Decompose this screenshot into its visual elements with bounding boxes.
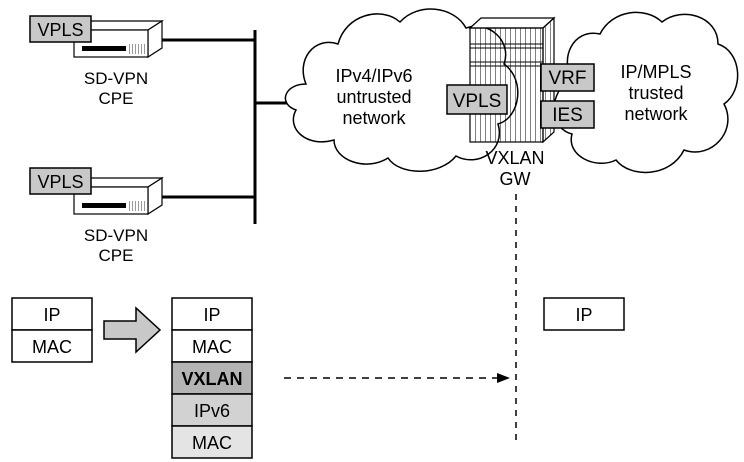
cpe-bottom-vpls-tag: VPLS (37, 172, 83, 192)
block-arrow-right-icon (103, 306, 162, 354)
packet-original-field-label: MAC (32, 337, 72, 357)
gateway-vrf-label: VRF (549, 68, 587, 89)
cpe-top-label-line2: CPE (99, 89, 134, 108)
cpe-top-vpls-tag: VPLS (37, 20, 83, 40)
gateway-vpls-label: VPLS (453, 91, 502, 112)
cpe-top-vpls-tag-box (29, 15, 92, 43)
gateway-vrf-box (540, 63, 595, 92)
cloud-icon (553, 11, 739, 174)
packet-encap-field-label: IP (203, 305, 220, 325)
cpe-bottom-label-line2: CPE (99, 246, 134, 265)
gateway-label-line1: VXLAN (485, 148, 544, 168)
packet-encap-field-outer-mac (171, 425, 253, 459)
gateway-ies-box (540, 100, 595, 129)
arrowhead-icon (497, 373, 510, 383)
packet-encapsulated: IP MAC VXLAN IPv6 MAC (171, 297, 253, 459)
cpe-bottom-vpls-tag-box (29, 167, 92, 195)
cloud-untrusted-line2: untrusted (336, 87, 411, 107)
packet-encap-field-ipv6 (171, 393, 253, 427)
packet-encap-field-label: VXLAN (181, 369, 242, 389)
gateway-vpls-box (446, 84, 508, 115)
packet-encap-field (171, 297, 253, 331)
router-device-icon (71, 19, 165, 59)
vxlan-gateway[interactable]: VPLS VRF IES VXLAN GW (446, 16, 595, 189)
cpe-bottom-label-line1: SD-VPN (84, 226, 148, 245)
packet-encap-field (171, 329, 253, 363)
cloud-untrusted-line3: network (342, 108, 406, 128)
cpe-top-label-line1: SD-VPN (84, 69, 148, 88)
packet-encap-field-label: MAC (192, 337, 232, 357)
packet-encap-field-label: IPv6 (194, 401, 230, 421)
dashed-arrow-to-gateway (284, 373, 510, 383)
gateway-ies-label: IES (552, 105, 583, 126)
packet-encap-field-vxlan (171, 361, 253, 395)
cpe-top[interactable]: VPLS SD-VPN CPE (29, 15, 165, 108)
cloud-trusted-line3: network (624, 104, 688, 124)
packet-output-field (543, 297, 625, 331)
cloud-untrusted-line1: IPv4/IPv6 (335, 66, 412, 86)
packet-output-field-label: IP (575, 305, 592, 325)
packet-encap-field-label: MAC (192, 433, 232, 453)
packet-original-field-label: IP (43, 305, 60, 325)
packet-output: IP (543, 297, 625, 331)
cloud-trusted-line1: IP/MPLS (620, 62, 691, 82)
packet-original-field (11, 329, 93, 363)
packet-original-field (11, 297, 93, 331)
lan-bus (162, 30, 300, 224)
packet-original: IP MAC (11, 297, 93, 363)
cloud-untrusted[interactable]: IPv4/IPv6 untrusted network (284, 8, 519, 172)
cpe-bottom[interactable]: VPLS SD-VPN CPE (29, 167, 165, 265)
gateway-label-line2: GW (500, 169, 531, 189)
cloud-trusted-line2: trusted (628, 83, 683, 103)
cloud-trusted[interactable]: IP/MPLS trusted network (553, 11, 739, 174)
